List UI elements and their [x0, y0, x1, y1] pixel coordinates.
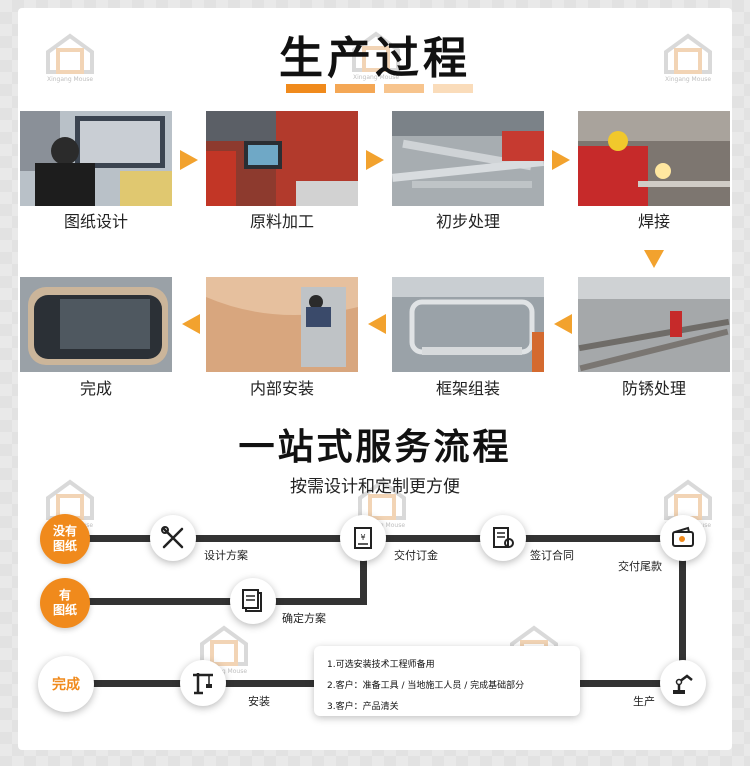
start-with-drawing: 有图纸: [40, 578, 90, 628]
wallet-icon: [660, 515, 706, 561]
photo-welding: [578, 111, 730, 206]
flow-line: [88, 598, 367, 605]
watermark-logo-icon: Xingang Mouse: [662, 32, 714, 84]
flow-label: 签订合同: [530, 549, 574, 562]
installation-notes: 1.可选安装技术工程师备用 2.客户：准备工具 / 当地施工人员 / 完成基础部…: [314, 646, 580, 716]
contract-icon: [480, 515, 526, 561]
arrow-right-icon: [552, 150, 570, 170]
arrow-left-icon: [182, 314, 200, 334]
flow-label: 生产: [633, 695, 655, 708]
photo-interior: [206, 277, 358, 372]
photo-anti-rust: [578, 277, 730, 372]
step-label: 原料加工: [249, 212, 314, 231]
flow-label: 设计方案: [204, 549, 248, 562]
note-item: 1.可选安装技术工程师备用: [327, 660, 435, 670]
robot-arm-icon: [660, 660, 706, 706]
flow-label: 安装: [248, 695, 270, 708]
watermark-logo-icon: Xingang Mouse: [350, 30, 402, 82]
photo-complete: [20, 277, 172, 372]
photo-preliminary: [392, 111, 544, 206]
arrow-right-icon: [366, 150, 384, 170]
step-label: 图纸设计: [63, 212, 128, 231]
document-icon: [230, 578, 276, 624]
step-label: 完成: [79, 379, 112, 398]
step-label: 初步处理: [435, 212, 500, 231]
production-title: 生产过程: [279, 33, 471, 84]
service-flow-title: 一站式服务流程: [238, 426, 512, 468]
photo-frame: [392, 277, 544, 372]
step-label: 内部安装: [249, 379, 314, 398]
flow-label: 交付尾款: [618, 560, 662, 573]
note-item: 2.客户：准备工具 / 当地施工人员 / 完成基础部分: [327, 681, 525, 691]
flow-label: 确定方案: [282, 612, 326, 625]
photo-processing: [206, 111, 358, 206]
start-no-drawing: 没有图纸: [40, 514, 90, 564]
crane-icon: [180, 660, 226, 706]
arrow-left-icon: [554, 314, 572, 334]
flow-label: 交付订金: [394, 549, 438, 562]
step-label: 防锈处理: [621, 379, 686, 398]
title-underline: [286, 84, 473, 93]
arrow-left-icon: [368, 314, 386, 334]
arrow-right-icon: [180, 150, 198, 170]
svg-text:¥: ¥: [360, 533, 365, 542]
photo-design: [20, 111, 172, 206]
step-label: 焊接: [637, 212, 670, 231]
note-item: 3.客户：产品清关: [327, 702, 399, 712]
flow-line: [679, 538, 686, 688]
watermark-logo-icon: Xingang Mouse: [44, 32, 96, 84]
receipt-icon: ¥: [340, 515, 386, 561]
arrow-down-icon: [644, 250, 664, 268]
finish-node: 完成: [38, 656, 94, 712]
tools-icon: [150, 515, 196, 561]
service-flow-subtitle: 按需设计和定制更方便: [290, 477, 460, 497]
step-label: 框架组装: [435, 379, 500, 398]
flow-line: [360, 538, 367, 604]
